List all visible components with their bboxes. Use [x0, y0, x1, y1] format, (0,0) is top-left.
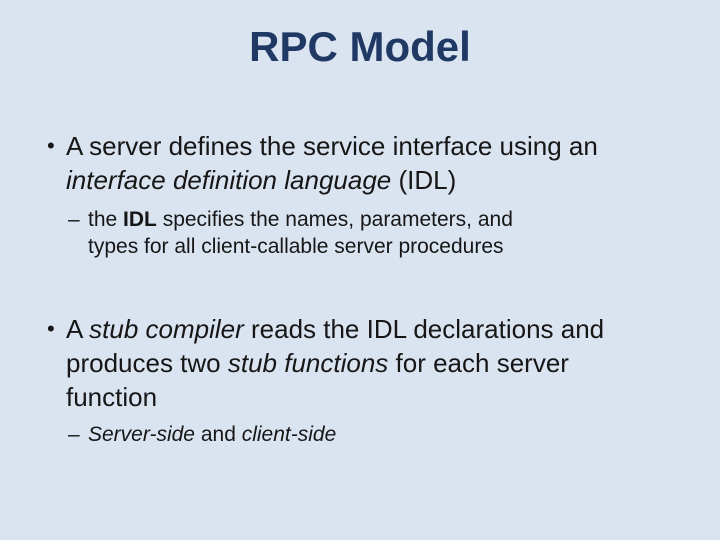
- bullet-item-2: • A stub compiler reads the IDL declarat…: [47, 312, 604, 414]
- text-run: stub compiler: [89, 314, 244, 344]
- text-run: (IDL): [391, 165, 457, 195]
- slide-title: RPC Model: [249, 23, 471, 70]
- sub-bullet-item-1: – the IDL specifies the names, parameter…: [68, 206, 513, 260]
- text-run: for each server function: [66, 348, 569, 412]
- text-run: reads the IDL declarations and produces …: [66, 314, 605, 378]
- text-run: and: [195, 423, 242, 446]
- text-run: the: [88, 208, 124, 231]
- text-run: IDL: [123, 208, 157, 231]
- text-run: client-side: [241, 423, 337, 446]
- bullet-dot-icon: •: [47, 133, 55, 158]
- bullet-item-1: • A server defines the service interface…: [47, 129, 598, 197]
- bullet-text: A stub compiler reads the IDL declaratio…: [66, 312, 604, 414]
- dash-icon: –: [68, 208, 80, 231]
- text-run: specifies the names, parameters, and typ…: [88, 208, 513, 258]
- text-run: A server defines the service interface u…: [66, 131, 598, 161]
- bullet-text: A server defines the service interface u…: [66, 129, 598, 197]
- text-run: A: [66, 314, 90, 344]
- sub-bullet-text: the IDL specifies the names, parameters,…: [88, 206, 513, 260]
- bullet-dot-icon: •: [47, 316, 55, 341]
- text-run: stub functions: [227, 348, 389, 378]
- dash-icon: –: [68, 423, 80, 446]
- text-run: interface definition language: [66, 165, 392, 195]
- sub-bullet-text: Server-side and client-side: [88, 421, 336, 448]
- text-run: Server-side: [88, 423, 195, 446]
- sub-bullet-item-2: – Server-side and client-side: [68, 421, 336, 448]
